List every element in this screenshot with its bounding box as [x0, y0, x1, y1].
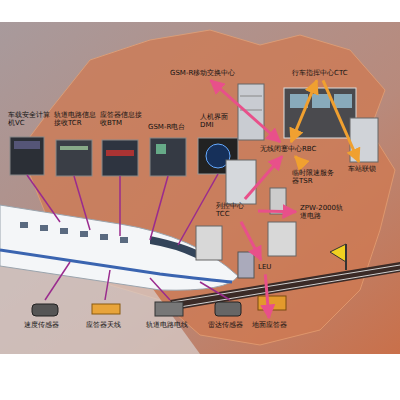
equipment-label: ZPW-2000轨道电路: [298, 203, 348, 222]
background: [0, 22, 400, 354]
equipment-label: 无线闭塞中心RBC: [258, 144, 318, 154]
part-label: 车载安全计算机VC: [6, 110, 54, 129]
data-link-arrow: [258, 209, 296, 213]
node-text: LEU: [258, 263, 271, 271]
node-text: ZPW-2000轨道电路: [300, 204, 346, 221]
data-link-arrow: [291, 80, 317, 142]
sensor-images: [32, 302, 241, 316]
onboard-equipment: [10, 137, 238, 176]
node-text: 行车指挥中心CTC: [292, 69, 348, 77]
part-label: 轨道电路电线: [144, 320, 190, 330]
node-text: GSM-R移动交换中心: [170, 69, 235, 77]
part-label: 雷达传感器: [206, 320, 245, 330]
equipment-label: 地面应答器: [250, 320, 289, 330]
equipment-label: 车站联锁: [346, 164, 378, 174]
part-label: 轨道电路信息接收TCR: [52, 110, 102, 129]
part-label: 速度传感器: [22, 320, 61, 330]
equipment-label: 列控中心TCC: [214, 201, 256, 220]
equipment-label: 临时限速服务器TSR: [290, 168, 340, 187]
data-link-arrow: [211, 80, 280, 142]
part-label: 应答器信息接收BTM: [98, 110, 148, 129]
node-text: 无线闭塞中心RBC: [260, 145, 316, 153]
data-link-arrow: [241, 222, 261, 260]
node-text: 列控中心TCC: [216, 202, 254, 219]
node-text: 临时限速服务器TSR: [292, 169, 338, 186]
leader-lines: [27, 174, 230, 300]
wayside-equipment: [196, 84, 378, 310]
part-label: 人机界面DMI: [198, 112, 242, 131]
data-link-arrow: [323, 80, 359, 162]
data-link-arrow: [265, 274, 269, 318]
part-label: GSM-R电台: [146, 122, 187, 132]
equipment-label: GSM-R移动交换中心: [168, 68, 237, 78]
equipment-label: LEU: [256, 262, 273, 272]
high-speed-train: [0, 205, 238, 290]
data-link-arrow: [295, 156, 304, 166]
data-link-arrow: [245, 156, 282, 199]
node-text: 地面应答器: [252, 321, 287, 329]
part-label: 应答器天线: [84, 320, 123, 330]
node-text: 车站联锁: [348, 165, 376, 173]
equipment-label: 行车指挥中心CTC: [290, 68, 350, 78]
